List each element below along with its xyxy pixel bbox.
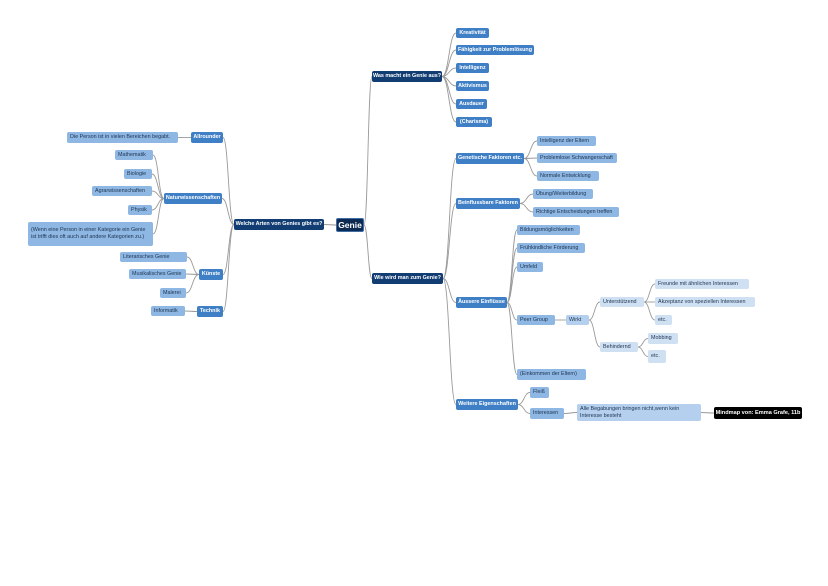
connector-line	[523, 157, 538, 159]
connector-line	[442, 278, 457, 405]
connector-line	[152, 154, 165, 199]
connector-line	[506, 266, 518, 303]
node-übung-weiterbildung[interactable]: Übung/Weiterbildung	[533, 189, 593, 199]
node-weitere-eigenschaften[interactable]: Weitere Eigenschaften	[456, 399, 518, 410]
node-richtige-entscheidungen-treffen[interactable]: Richtige Entscheidungen treffen	[533, 207, 619, 217]
node-alle-begabungen-bringen-nicht-wenn-kein-[interactable]: Alle Begabungen bringen nicht,wenn kein …	[577, 404, 701, 421]
node-welche-arten-von-genies-gibt-es[interactable]: Welche Arten von Genies gibt es?	[234, 219, 324, 230]
node-naturwissenschaften[interactable]: Naturwissenschaften	[164, 193, 222, 204]
connector-line	[637, 338, 649, 348]
node-aktivismus[interactable]: Aktivismus	[456, 81, 489, 91]
node-wie-wird-man-zum-genie[interactable]: Wie wird man zum Genie?	[372, 273, 443, 284]
node-ausdauer[interactable]: Ausdauer	[456, 99, 487, 109]
node-unterstützend[interactable]: Unterstützend	[600, 297, 644, 307]
node-malerei[interactable]: Malerei	[160, 288, 186, 298]
connector-line	[441, 67, 457, 77]
connector-line	[523, 140, 538, 159]
connector-line	[185, 274, 200, 294]
node-problemlose-schwangerschaft[interactable]: Problemlose Schwangerschaft	[537, 153, 617, 163]
connector-line	[441, 32, 457, 77]
node-umfeld[interactable]: Umfeld	[517, 262, 543, 272]
node-intelligenz[interactable]: Intelligenz	[456, 63, 489, 73]
connector-line	[184, 310, 198, 312]
node-akzeptanz-von-speziellen-interessen[interactable]: Akzeptanz von speziellen Interessen	[655, 297, 755, 307]
connector-line	[222, 224, 235, 312]
node-normale-entwicklung[interactable]: Normale Entwicklung	[537, 171, 599, 181]
node-äussere-einflüsse[interactable]: Äussere Einflüsse	[456, 297, 507, 308]
node-behindernd[interactable]: Behindernd	[600, 342, 638, 352]
node-genetische-faktoren-etc[interactable]: Genetische Faktoren etc.	[456, 153, 524, 164]
node-peer-group[interactable]: Peer Group	[517, 315, 555, 325]
connector-line	[700, 412, 715, 414]
connector-line	[506, 302, 518, 375]
connector-line	[441, 76, 457, 123]
node-was-macht-ein-genie-aus[interactable]: Was macht ein Genie aus?	[372, 71, 442, 82]
node-beinflussbare-faktoren[interactable]: Beinflussbare Faktoren	[456, 198, 520, 209]
connector-line	[185, 273, 200, 275]
node-mobbing[interactable]: Mobbing	[648, 333, 678, 344]
node-wirkt[interactable]: Wirkt	[566, 315, 589, 325]
node-biologie[interactable]: Biologie	[124, 169, 152, 179]
node-einkommen-der-eltern[interactable]: (Einkommen der Eltern)	[517, 369, 586, 380]
node-technik[interactable]: Technik	[197, 306, 223, 317]
connector-line	[588, 319, 601, 348]
connector-line	[519, 193, 534, 204]
node-wenn-eine-person-in-einer-kategorie-ein-[interactable]: (Wenn eine Person in einer Kategorie ein…	[28, 222, 153, 246]
connector-line	[442, 203, 457, 279]
connector-line	[151, 190, 165, 199]
node-musikalisches-genie[interactable]: Musikalisches Genie	[129, 269, 186, 279]
connector-line	[643, 283, 656, 303]
connector-line	[363, 76, 373, 226]
connector-line	[517, 392, 531, 405]
connector-line	[519, 203, 534, 213]
node-fleiß[interactable]: Fleiß	[530, 387, 549, 398]
connector-line	[523, 158, 538, 177]
node-mathematik[interactable]: Mathematik	[115, 150, 153, 160]
connector-line	[151, 173, 165, 199]
connector-line	[588, 301, 601, 321]
node-kreativität[interactable]: Kreativität	[456, 28, 489, 38]
connector-line	[442, 278, 457, 303]
node-allrounder[interactable]: Allrounder	[191, 132, 223, 143]
node-physik[interactable]: Physik	[128, 205, 152, 215]
node-literarisches-genie[interactable]: Literarisches Genie	[120, 252, 187, 262]
connector-line	[637, 346, 649, 357]
connector-line	[506, 229, 518, 303]
node-agrarwissenschaften[interactable]: Agrarwissenschaften	[92, 186, 152, 196]
connector-line	[152, 198, 165, 235]
connector-line	[506, 247, 518, 303]
connector-line	[222, 137, 235, 225]
connector-line	[363, 224, 373, 279]
node-etc[interactable]: etc.	[648, 350, 666, 363]
connector-line	[517, 404, 531, 414]
connector-line	[563, 412, 578, 414]
node-freunde-mit-ähnlichen-interessen[interactable]: Freunde mit ähnlichen Interessen	[655, 279, 749, 289]
connector-line	[441, 49, 457, 77]
node-informatik[interactable]: Informatik	[151, 306, 185, 316]
node-bildungsmöglichkeiten[interactable]: Bildungsmöglichkeiten	[517, 225, 580, 235]
node-die-person-ist-in-vielen-bereichen-begab[interactable]: Die Person ist in vielen Bereichen begab…	[67, 132, 178, 143]
connector-line	[643, 301, 656, 321]
connector-line	[221, 198, 235, 225]
root-node-genie[interactable]: Genie	[336, 218, 364, 232]
connector-line	[323, 224, 337, 226]
connector-line	[442, 158, 457, 279]
node-fähigkeit-zur-problemlösung[interactable]: Fähigkeit zur Problemlösung	[456, 45, 534, 55]
connector-line	[186, 256, 200, 275]
node-etc[interactable]: etc.	[655, 315, 672, 325]
node-intelligenz-der-eltern[interactable]: Intelligenz der Eltern	[537, 136, 596, 146]
node-frühkindliche-förderung[interactable]: Frühkindliche Förderung	[517, 243, 585, 253]
node-charisma[interactable]: (Charisma)	[456, 117, 492, 127]
credit-label[interactable]: Mindmap von: Emma Grafe, 11b	[714, 407, 802, 419]
node-künste[interactable]: Künste	[199, 269, 223, 280]
node-interessen[interactable]: Interessen	[530, 408, 564, 419]
